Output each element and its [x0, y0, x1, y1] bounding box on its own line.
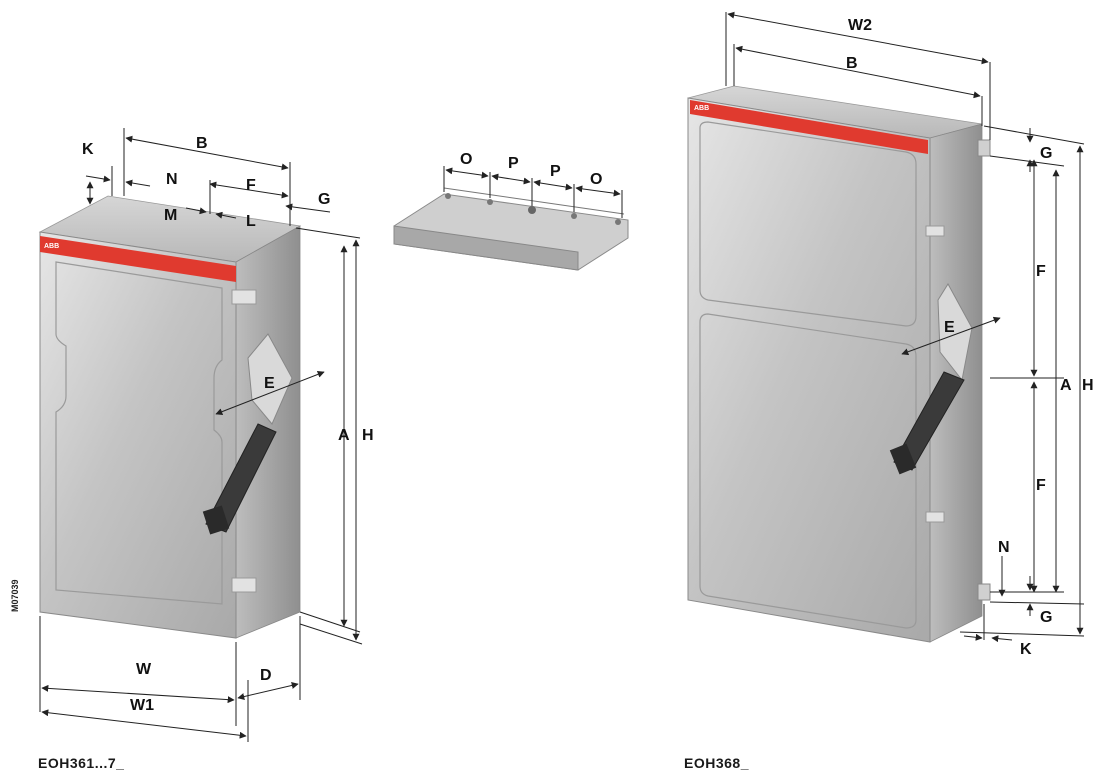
dim-label-G-top-right: G — [1040, 145, 1052, 162]
bracket-hole-1 — [445, 193, 451, 199]
bracket-hole-3 — [528, 206, 536, 214]
dim-label-A-right: A — [1060, 377, 1072, 394]
brand-logo-left: ABB — [44, 243, 59, 250]
brand-stripe-left — [40, 236, 236, 282]
dim-label-D: D — [260, 667, 272, 684]
left-handle[interactable] — [205, 423, 277, 533]
right-hinge-top — [925, 225, 945, 237]
left-dimensions — [39, 128, 363, 742]
right-handle[interactable] — [893, 371, 965, 471]
dim-label-O-left: O — [460, 151, 472, 168]
dim-label-N-right: N — [998, 539, 1010, 556]
bracket-hole-4 — [571, 213, 577, 219]
dim-label-L: L — [246, 213, 256, 230]
bracket-dimensions — [443, 166, 623, 218]
dim-label-E-right: E — [944, 319, 955, 336]
dim-label-N: N — [166, 171, 178, 188]
left-enclosure: ABB — [38, 195, 302, 639]
right-dimension-labels: W2 B G F E A H F N G K — [846, 17, 1094, 658]
bracket-hole-5 — [615, 219, 621, 225]
left-door-panel — [55, 261, 223, 605]
dim-label-P-right: P — [550, 163, 561, 180]
brand-logo-right: ABB — [694, 105, 709, 112]
dim-label-H: H — [362, 427, 374, 444]
right-handle-grip — [889, 443, 917, 475]
right-bracket-top — [977, 139, 991, 157]
dim-label-W: W — [136, 661, 152, 678]
dim-label-F: F — [246, 177, 256, 194]
left-handle-grip — [202, 505, 230, 535]
dim-label-W1: W1 — [130, 697, 154, 714]
right-enclosure-front — [687, 97, 931, 643]
dim-label-G-bottom-right: G — [1040, 609, 1052, 626]
caption-right-model: EOH368_ — [684, 755, 749, 771]
dim-label-K-right: K — [1020, 641, 1032, 658]
left-dimension-labels: K B N F G M L E A H W D W1 — [82, 135, 374, 714]
caption-left-model: EOH361...7_ — [38, 755, 125, 771]
right-door-panel-top — [699, 121, 917, 327]
right-dimensions — [725, 11, 1085, 643]
right-bracket-bottom — [977, 583, 991, 601]
bracket-hole-2 — [487, 199, 493, 205]
right-hinge-bottom — [925, 511, 945, 523]
mounting-bracket — [393, 187, 629, 271]
left-enclosure-front — [39, 231, 237, 639]
dim-label-H-right: H — [1082, 377, 1094, 394]
bracket-dimension-labels: O P P O — [460, 151, 602, 188]
dim-label-W2: W2 — [848, 17, 872, 34]
dim-label-F-bottom-right: F — [1036, 477, 1046, 494]
bracket-front — [393, 225, 579, 271]
left-hinge-bottom — [231, 577, 257, 593]
left-hinge-top — [231, 289, 257, 305]
right-enclosure: ABB — [687, 85, 991, 643]
dim-label-B-right: B — [846, 55, 858, 72]
drawing-code: M07039 — [10, 579, 20, 612]
dim-label-K: K — [82, 141, 94, 158]
dim-label-B: B — [196, 135, 208, 152]
dim-label-A: A — [338, 427, 350, 444]
dim-label-M: M — [164, 207, 177, 224]
dim-label-O-right: O — [590, 171, 602, 188]
brand-stripe-right — [690, 100, 928, 154]
dim-label-F-top-right: F — [1036, 263, 1046, 280]
dim-label-P-left: P — [508, 155, 519, 172]
right-door-panel-bottom — [699, 313, 917, 629]
dim-label-G: G — [318, 191, 330, 208]
dim-label-E: E — [264, 375, 275, 392]
